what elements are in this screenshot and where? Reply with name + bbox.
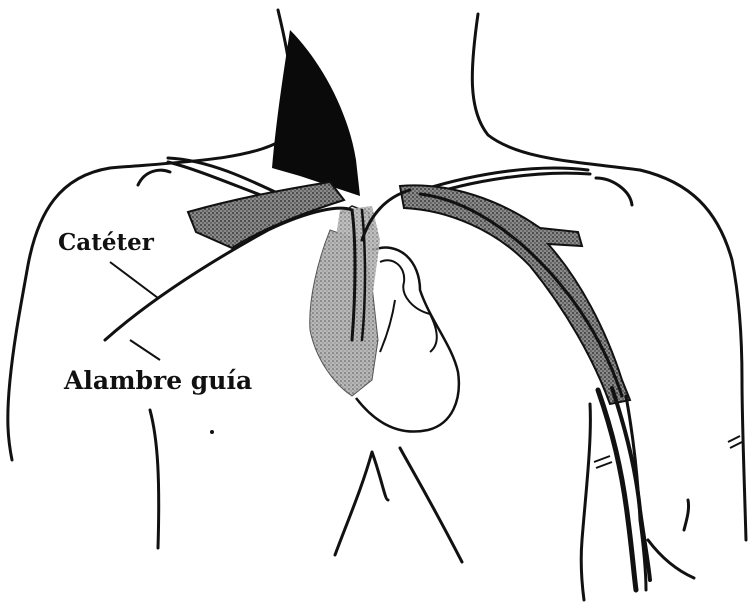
arm-veins bbox=[598, 388, 694, 590]
clavicles bbox=[168, 158, 590, 206]
neck-muscle bbox=[272, 30, 360, 196]
right-subclavian-vein bbox=[400, 185, 630, 404]
catheter-label: Catéter bbox=[58, 231, 154, 254]
left-subclavian-vein bbox=[188, 182, 344, 248]
heart bbox=[310, 206, 459, 432]
dot-marker bbox=[210, 430, 214, 434]
label-leaders bbox=[110, 262, 160, 360]
body-outline bbox=[8, 10, 746, 600]
guide-wire-label: Alambre guía bbox=[64, 368, 252, 393]
